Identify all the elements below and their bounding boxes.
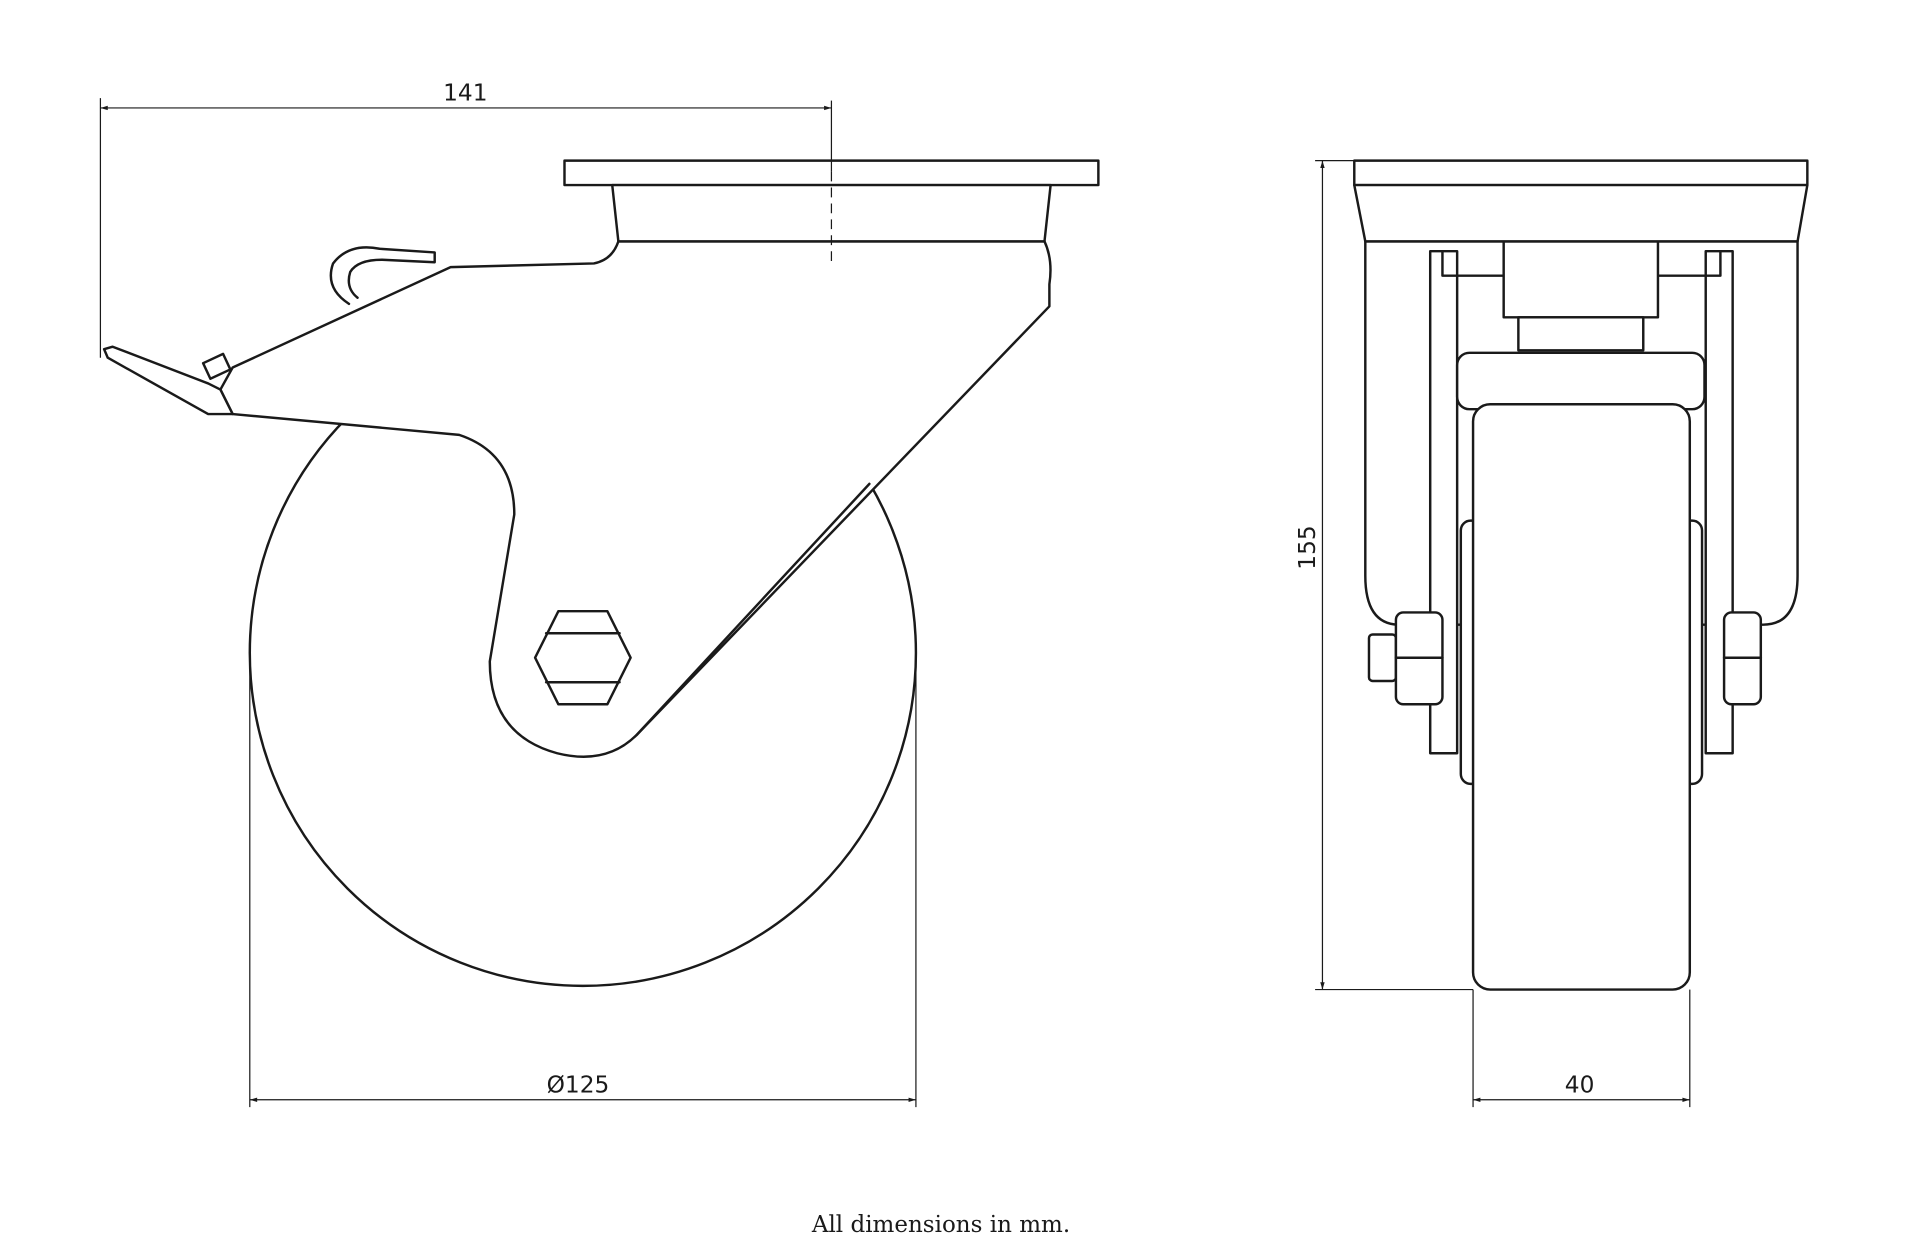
brake-shoe bbox=[1455, 351, 1706, 411]
dimension-width: 40 bbox=[1472, 989, 1691, 1108]
wheel-tyre bbox=[1471, 403, 1692, 991]
dimension-width-label: 40 bbox=[1565, 1071, 1595, 1098]
units-footnote: All dimensions in mm. bbox=[811, 1212, 1071, 1238]
dimension-length: 141 bbox=[99, 80, 833, 358]
front-view bbox=[1353, 159, 1809, 991]
dimension-height: 155 bbox=[1294, 159, 1474, 991]
side-view bbox=[102, 159, 1100, 988]
dimension-height-label: 155 bbox=[1294, 525, 1321, 569]
fork-inner-edge bbox=[635, 482, 871, 737]
dimension-diameter-label: Ø125 bbox=[547, 1071, 610, 1098]
brake-lever bbox=[102, 345, 234, 416]
axle-end-left bbox=[1367, 633, 1398, 683]
swivel-head bbox=[1502, 240, 1660, 319]
dimension-diameter: Ø125 bbox=[249, 661, 917, 1108]
fork-leg-right bbox=[1704, 249, 1734, 755]
brake-hook bbox=[329, 246, 436, 306]
top-plate-front bbox=[1353, 159, 1809, 187]
brake-pin bbox=[201, 352, 232, 380]
dimension-length-label: 141 bbox=[443, 80, 487, 107]
swivel-fork bbox=[219, 240, 1052, 758]
